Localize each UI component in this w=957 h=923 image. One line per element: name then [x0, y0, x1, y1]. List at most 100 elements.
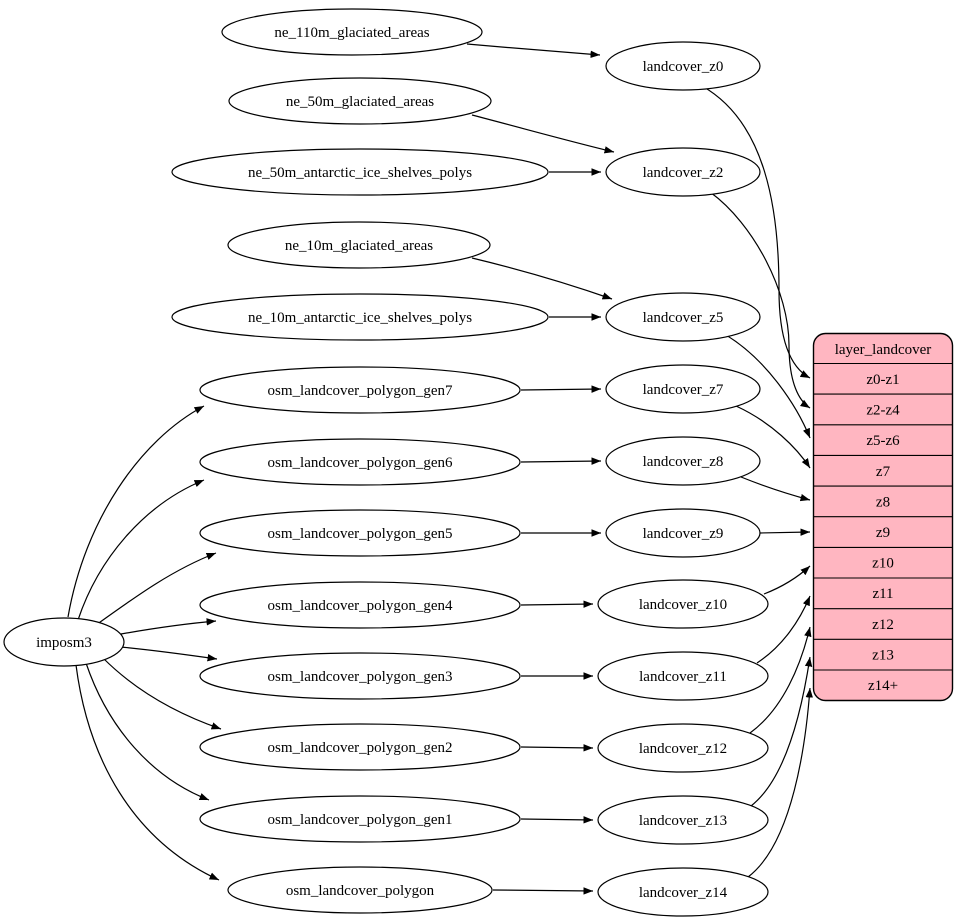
edge-imposm3-to-gen7 — [67, 405, 205, 618]
edge-imposm3-to-gen5 — [95, 552, 217, 626]
node-landcover-z2: landcover_z2 — [605, 147, 761, 197]
node-ne-50m-glaciated-areas-shape — [228, 77, 492, 125]
node-ne-10m-glaciated-areas-shape — [227, 221, 491, 269]
node-landcover-z11: landcover_z11 — [597, 651, 769, 701]
edge-z11-to-row-z11 — [756, 595, 811, 664]
edge-gen1-to-z13 — [520, 816, 594, 824]
node-osm-landcover-polygon-gen6: osm_landcover_polygon_gen6 — [199, 438, 521, 486]
edge-ne10m-glaciated-to-z5 — [471, 257, 613, 300]
node-osm-landcover-polygon: osm_landcover_polygon — [227, 866, 493, 914]
edge-imposm3-to-gen2 — [102, 657, 222, 730]
table-title: layer_landcover — [835, 342, 932, 358]
edge-z13-to-row-z13 — [750, 656, 813, 807]
node-landcover-z2-shape — [605, 147, 761, 197]
edge-gen4-to-z10 — [520, 600, 594, 608]
node-landcover-z0-shape — [605, 41, 761, 91]
edge-polygon-to-z14 — [492, 887, 594, 895]
node-osm-landcover-polygon-gen1-shape — [199, 795, 521, 843]
node-osm-landcover-polygon-gen7-shape — [199, 366, 521, 414]
node-landcover-z7-label: landcover_z7 — [643, 382, 724, 398]
table-row-z0-z1: z0-z1 — [866, 372, 899, 388]
node-group: imposm3 ne_110m_glaciated_areas ne_50m_g… — [3, 8, 769, 917]
node-imposm3-label: imposm3 — [36, 635, 92, 651]
node-landcover-z10: landcover_z10 — [597, 579, 769, 629]
edge-imposm3-to-gen3 — [120, 646, 218, 662]
node-landcover-z5: landcover_z5 — [605, 292, 761, 342]
node-osm-landcover-polygon-gen2-label: osm_landcover_polygon_gen2 — [268, 740, 453, 756]
node-osm-landcover-polygon-shape — [227, 866, 493, 914]
edge-z14-to-row-z14plus — [747, 687, 813, 878]
edge-ne50m-glaciated-to-z2 — [471, 114, 615, 154]
node-ne-10m-glaciated-areas-label: ne_10m_glaciated_areas — [285, 238, 433, 254]
node-imposm3-shape — [3, 617, 125, 667]
node-landcover-z7: landcover_z7 — [605, 364, 761, 414]
node-osm-landcover-polygon-gen1: osm_landcover_polygon_gen1 — [199, 795, 521, 843]
edge-gen6-to-z8 — [520, 457, 602, 465]
edge-z7-to-row-z7 — [735, 405, 811, 469]
node-landcover-z11-label: landcover_z11 — [639, 669, 727, 685]
node-landcover-z5-label: landcover_z5 — [643, 310, 724, 326]
table-row-z8: z8 — [876, 495, 890, 511]
node-landcover-z8-shape — [605, 436, 761, 486]
node-osm-landcover-polygon-gen2: osm_landcover_polygon_gen2 — [199, 723, 521, 771]
node-landcover-z0-label: landcover_z0 — [643, 59, 724, 75]
edge-gen2-to-z12 — [520, 744, 594, 752]
edge-z9-to-row-z9 — [759, 528, 811, 536]
node-landcover-z2-label: landcover_z2 — [643, 165, 724, 181]
edge-z2-to-row-z2-z4 — [709, 191, 811, 409]
node-landcover-z13-shape — [597, 795, 769, 845]
node-landcover-z13: landcover_z13 — [597, 795, 769, 845]
node-landcover-z13-label: landcover_z13 — [639, 813, 727, 829]
table-row-z12: z12 — [872, 617, 894, 633]
node-landcover-z10-label: landcover_z10 — [639, 597, 727, 613]
node-osm-landcover-polygon-gen6-shape — [199, 438, 521, 486]
node-ne-50m-glaciated-areas-label: ne_50m_glaciated_areas — [286, 94, 434, 110]
node-ne-10m-antarctic-ice-shelves-polys-shape — [171, 293, 549, 341]
node-ne-110m-glaciated-areas-label: ne_110m_glaciated_areas — [274, 25, 429, 41]
table-layer-landcover: layer_landcover z0-z1 z2-z4 z5-z6 z7 z8 … — [812, 332, 954, 702]
edge-ne110m-to-z0 — [466, 43, 601, 58]
table-row-z9: z9 — [876, 525, 890, 541]
node-osm-landcover-polygon-gen3-shape — [199, 652, 521, 700]
node-landcover-z9-shape — [605, 508, 761, 558]
edge-z8-to-row-z8 — [740, 476, 811, 502]
edge-imposm3-to-gen6 — [77, 479, 205, 621]
edge-gen7-to-z7 — [520, 385, 602, 393]
node-landcover-z14: landcover_z14 — [597, 867, 769, 917]
node-osm-landcover-polygon-gen6-label: osm_landcover_polygon_gen6 — [268, 455, 453, 471]
edge-z0-to-row-z0-z1 — [701, 85, 811, 379]
node-landcover-z12-label: landcover_z12 — [639, 741, 727, 757]
node-imposm3: imposm3 — [3, 617, 125, 667]
node-osm-landcover-polygon-gen3: osm_landcover_polygon_gen3 — [199, 652, 521, 700]
node-landcover-z14-shape — [597, 867, 769, 917]
node-landcover-z9: landcover_z9 — [605, 508, 761, 558]
node-ne-10m-antarctic-ice-shelves-polys: ne_10m_antarctic_ice_shelves_polys — [171, 293, 549, 341]
node-landcover-z0: landcover_z0 — [605, 41, 761, 91]
node-landcover-z9-label: landcover_z9 — [643, 526, 724, 542]
node-osm-landcover-polygon-gen2-shape — [199, 723, 521, 771]
node-osm-landcover-polygon-label: osm_landcover_polygon — [286, 883, 435, 899]
table-row-z11: z11 — [872, 586, 893, 602]
node-osm-landcover-polygon-gen7-label: osm_landcover_polygon_gen7 — [268, 383, 453, 399]
node-osm-landcover-polygon-gen4-shape — [199, 581, 521, 629]
table-row-z14plus: z14+ — [868, 678, 898, 694]
node-osm-landcover-polygon-gen4: osm_landcover_polygon_gen4 — [199, 581, 521, 629]
node-landcover-z7-shape — [605, 364, 761, 414]
edge-imposm3-to-gen1 — [85, 662, 210, 801]
node-landcover-z11-shape — [597, 651, 769, 701]
edge-group — [67, 43, 813, 895]
node-osm-landcover-polygon-gen4-label: osm_landcover_polygon_gen4 — [268, 598, 453, 614]
node-osm-landcover-polygon-gen3-label: osm_landcover_polygon_gen3 — [268, 669, 453, 685]
edge-imposm3-to-gen4 — [120, 618, 217, 635]
node-ne-50m-glaciated-areas: ne_50m_glaciated_areas — [228, 77, 492, 125]
node-osm-landcover-polygon-gen5: osm_landcover_polygon_gen5 — [199, 509, 521, 557]
node-landcover-z5-shape — [605, 292, 761, 342]
node-ne-50m-antarctic-ice-shelves-polys-shape — [171, 148, 549, 196]
table-row-z13: z13 — [872, 648, 894, 664]
node-ne-50m-antarctic-ice-shelves-polys: ne_50m_antarctic_ice_shelves_polys — [171, 148, 549, 196]
node-ne-10m-glaciated-areas: ne_10m_glaciated_areas — [227, 221, 491, 269]
node-ne-50m-antarctic-ice-shelves-polys-label: ne_50m_antarctic_ice_shelves_polys — [248, 165, 472, 181]
node-landcover-z12-shape — [597, 723, 769, 773]
node-osm-landcover-polygon-gen7: osm_landcover_polygon_gen7 — [199, 366, 521, 414]
